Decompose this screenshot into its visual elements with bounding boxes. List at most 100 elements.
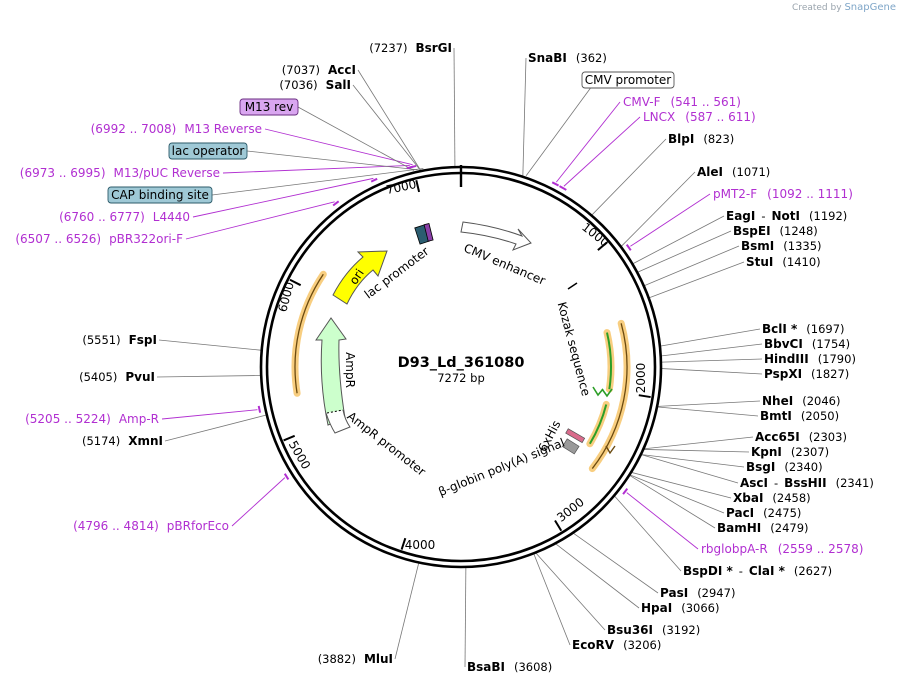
site-leader-bbvci <box>661 343 763 357</box>
primer-name-pbr322ori: pBR322ori-F <box>109 232 183 246</box>
site-pos-hindiii: (1790) <box>818 352 856 366</box>
site-bamhi: BamHI(2479) <box>717 521 809 535</box>
site-name-acci: AccI <box>328 63 356 77</box>
site-leader-bspdi <box>614 496 682 572</box>
site-blpi: BlpI(823) <box>668 132 734 146</box>
primer-leader-pbr322ori <box>185 201 335 240</box>
site-bsrgi: (7237)BsrGI <box>369 41 452 55</box>
site-pos-paci: (2475) <box>763 506 801 520</box>
orf-arrowhead-2 <box>592 386 604 397</box>
ampr-label: AmpR <box>343 352 357 388</box>
primer-arc-cmvf <box>551 181 560 187</box>
site-leader-bsrgi <box>453 47 456 167</box>
tick-mark-1000 <box>597 241 608 251</box>
cmv-enhancer-label: CMV enhancer <box>462 241 548 288</box>
site-alei: AleI(1071) <box>697 165 770 179</box>
site-name-snabi: SnaBI <box>528 51 567 65</box>
site-leader-snabi <box>522 57 527 176</box>
primer-leader-pbrforeco <box>231 477 286 527</box>
site-leader-bamhi <box>629 475 716 529</box>
primer-name-pbrforeco: pBRforEco <box>167 519 229 533</box>
tick-label-1000: 1000 <box>579 220 612 250</box>
primer-name-lncx: LNCX <box>643 110 675 124</box>
site-asci: AscI-BssHII(2341) <box>740 476 874 490</box>
site-name-bspei: BspEI <box>733 224 771 238</box>
site-leader-hindiii <box>661 358 763 363</box>
box-leader-m13rev-box <box>297 106 415 171</box>
site-name-hpai: HpaI <box>641 601 672 615</box>
site-pos-blpi: (823) <box>703 132 734 146</box>
site-leader-bsu36i <box>535 553 606 631</box>
site-pos-bspei: (1248) <box>780 224 818 238</box>
box-leader-cap-box <box>211 168 424 196</box>
site-name2-asci: BssHII <box>784 476 826 490</box>
site-name-asci: AscI <box>740 476 768 490</box>
site-pos-xbai: (2458) <box>772 491 810 505</box>
ampr-promoter-arrow <box>325 409 351 434</box>
site-leader-pasi <box>573 533 659 594</box>
orf-arrowhead-3 <box>605 445 616 455</box>
site-leader-bsgi <box>641 454 745 468</box>
labels: 1000200030004000500060007000(7237)BsrGI(… <box>15 41 873 674</box>
tick-label-7000: 7000 <box>385 177 418 197</box>
snapgene-credit: Created by SnapGene <box>792 2 896 13</box>
site-pos-asci: (2341) <box>836 476 874 490</box>
box-text-cmvprom-box: CMV promoter <box>585 73 672 87</box>
primer-cmvf: CMV-F(541 .. 561) <box>623 95 741 109</box>
primer-name-ampr-primer: Amp-R <box>119 412 159 426</box>
site-pos-stui: (1410) <box>782 255 820 269</box>
site-pos-bsgi: (2340) <box>784 460 822 474</box>
site-name-bsgi: BsgI <box>746 460 775 474</box>
site-leader-bspei <box>637 230 732 273</box>
plasmid-length: 7272 bp <box>437 371 485 385</box>
site-leader-xbai <box>631 472 732 499</box>
primer-range-ampr-primer: (5205 .. 5224) <box>25 412 111 426</box>
tick-label-4000: 4000 <box>405 538 436 552</box>
site-pos-nhei: (2046) <box>802 394 840 408</box>
backbone-ticks <box>283 165 651 550</box>
tick-label-2000: 2000 <box>634 363 648 394</box>
box-m13rev-box <box>239 98 299 116</box>
site-pos-bamhi: (2479) <box>770 521 808 535</box>
primer-name-m13puc: M13/pUC Reverse <box>114 166 221 180</box>
primer-pmt2f: pMT2-F(1092 .. 1111) <box>713 187 853 201</box>
site-pos-bspdi: (2627) <box>794 564 832 578</box>
site-name-pspxi: PspXI <box>764 367 802 381</box>
site-leader-bsmi <box>644 245 740 286</box>
site-bsmi: BsmI(1335) <box>741 239 822 253</box>
site-bmti: BmtI(2050) <box>760 409 839 423</box>
site-bspei: BspEI (1248) <box>733 224 818 238</box>
primer-name-pmt2f: pMT2-F <box>713 187 757 201</box>
box-text-lacop-box: lac operator <box>172 144 245 158</box>
primer-range-cmvf: (541 .. 561) <box>670 95 740 109</box>
site-name-sali: SalI <box>326 78 351 92</box>
site-pos-pvui: (5405) <box>79 370 117 384</box>
his-tag-marker <box>565 428 586 444</box>
primer-arc-l4440 <box>370 177 378 183</box>
orf-arrowhead-1 <box>601 388 613 398</box>
ampr-outer-glow <box>291 270 327 397</box>
site-name-bsabi: BsaBI <box>467 660 505 674</box>
site-xbai: XbaI (2458) <box>733 491 811 505</box>
site-leader-bsabi <box>464 567 467 668</box>
site-pos-bcli: (1697) <box>806 322 844 336</box>
box-cap-box <box>107 186 213 204</box>
site-name-bsu36i: Bsu36I <box>607 623 653 637</box>
primer-leader-m13puc <box>222 164 410 174</box>
site-leader-acc65i <box>644 436 754 450</box>
primer-range-lncx: (587 .. 611) <box>685 110 755 124</box>
site-leader-xmni <box>164 414 266 442</box>
site-hindiii: HindIII(1790) <box>764 352 856 366</box>
site-name-pvui: PvuI <box>125 370 155 384</box>
site-leader-nhei <box>658 400 761 407</box>
site-acc65i: Acc65I(2303) <box>755 430 847 444</box>
site-kpni: KpnI(2307) <box>751 445 829 459</box>
site-name-xmni: XmnI <box>128 434 163 448</box>
site-pos-acci: (7037) <box>282 63 320 77</box>
site-bsu36i: Bsu36I (3192) <box>607 623 700 637</box>
orf-inner-bottom-line <box>588 404 608 445</box>
site-name-xbai: XbaI <box>733 491 763 505</box>
site-pos-bsu36i: (3192) <box>662 623 700 637</box>
primer-arc-pmt2f <box>625 244 632 251</box>
tick-mark-7000 <box>415 180 421 193</box>
